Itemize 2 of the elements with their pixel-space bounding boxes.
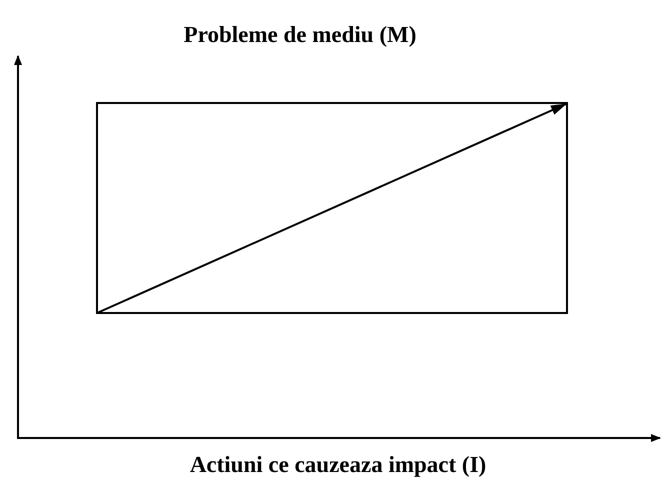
axis-label: Actiuni ce cauzeaza impact (I): [190, 452, 486, 478]
axis-label: Probleme de mediu (M): [184, 22, 416, 48]
